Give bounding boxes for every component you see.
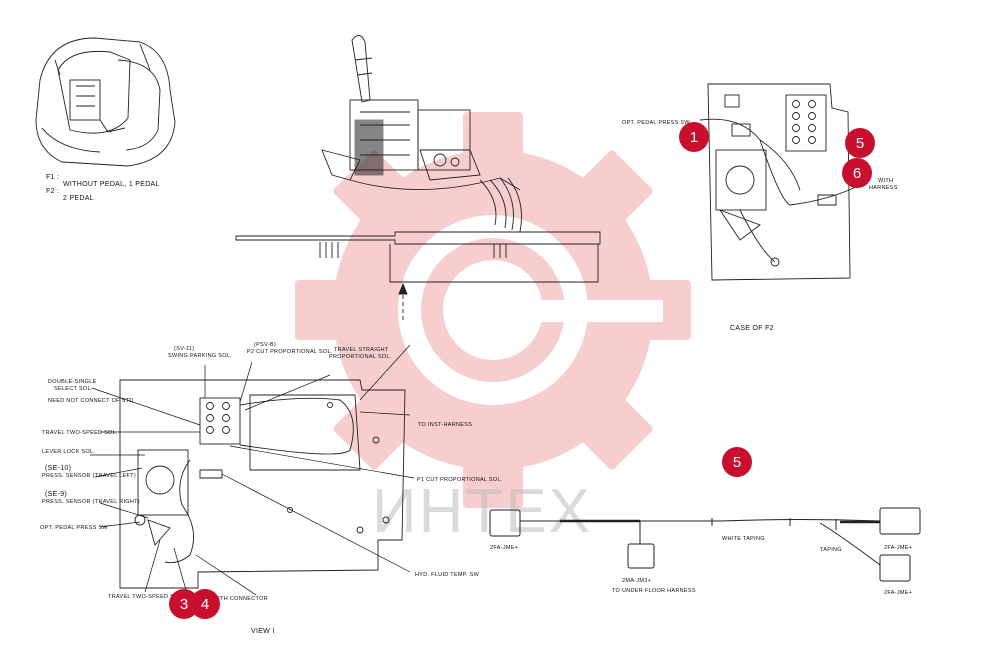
harness-drawing — [489, 507, 921, 582]
view1-caption: VIEW I — [251, 628, 275, 635]
callout-3-label: 3 — [180, 596, 188, 613]
label-se10: (SE-10) — [45, 465, 71, 472]
legend-f2-key: F2 : — [46, 188, 59, 195]
label-hyd-fluid: HYD. FLUID TEMP. SW — [415, 572, 480, 578]
case-f2-caption: CASE OF F2 — [730, 325, 774, 332]
cab-illustration — [35, 37, 176, 167]
legend-f1-text: WITHOUT PEDAL, 1 PEDAL — [63, 181, 160, 188]
legend-f1-key: F1 : — [46, 174, 59, 181]
label-se9: (SE-9) — [45, 491, 67, 498]
label-double-single-2: SELECT SOL. — [54, 386, 93, 392]
callout-4-label: 4 — [201, 596, 209, 613]
taping-label: TAPING — [820, 547, 842, 553]
label-press-sensor-right: PRESS. SENSOR (TRAVEL RIGHT) — [42, 499, 140, 505]
callout-1[interactable]: 1 — [679, 122, 709, 152]
label-p2-cut: P2 CUT PROPORTIONAL SOL. — [247, 349, 333, 355]
watermark-text: ИНТЕХ — [372, 477, 592, 546]
callout-6-label: 6 — [853, 165, 861, 182]
callout-4[interactable]: 4 — [190, 589, 220, 619]
connector-left-label: 2FA-JME+ — [490, 545, 518, 551]
label-swing-parking: SWING PARKING SOL. — [168, 353, 232, 359]
label-double-single-1: DOUBLE-SINGLE — [48, 379, 97, 385]
legend-f2-text: 2 PEDAL — [63, 195, 94, 202]
label-p1-cut: P1 CUT PROPORTIONAL SOL. — [417, 477, 503, 483]
label-to-inst-harness: TO INST-HARNESS — [418, 422, 472, 428]
label-press-sensor-left: PRESS. SENSOR (TRAVEL LEFT) — [42, 473, 136, 479]
case-f2-panel — [699, 83, 861, 281]
watermark-gear-icon — [295, 112, 691, 508]
callout-5-top-label: 5 — [856, 135, 864, 152]
label-travel-two-speed-sol: TRAVEL TWO-SPEED SOL. — [42, 430, 118, 436]
label-travel-two-speed-sw: TRAVEL TWO-SPEED SW — [108, 594, 180, 600]
label-opt-pedal: OPT. PEDAL PRESS SW — [40, 525, 108, 531]
connector-right-bottom-label: 2FA-JME+ — [884, 590, 912, 596]
callout-5-top[interactable]: 5 — [845, 128, 875, 158]
label-need-not-connect: NEED NOT CONNECT OF STD — [48, 398, 134, 404]
connector-middle-label: 2MA-JM3+ — [622, 578, 651, 584]
callout-5-bottom[interactable]: 5 — [722, 447, 752, 477]
connector-right-top-label: 2FA-JME+ — [884, 545, 912, 551]
callout-5-bottom-label: 5 — [733, 454, 741, 471]
label-psv-b: (PSV-B) — [254, 342, 276, 348]
label-lever-lock: LEVER LOCK SOL. — [42, 449, 95, 455]
label-travel-straight-2: PROPORTIONAL SOL. — [329, 354, 392, 360]
case-f2-with-label: WITH — [878, 178, 893, 184]
callout-6[interactable]: 6 — [842, 158, 872, 188]
label-earth-connector: EARTH CONNECTOR — [208, 596, 268, 602]
label-travel-straight-1: TRAVEL STRAIGHT — [334, 347, 389, 353]
label-sv11: (SV-11) — [174, 346, 194, 352]
callout-1-label: 1 — [690, 129, 698, 146]
view1-leader-lines — [90, 344, 415, 598]
console-assembly — [235, 35, 601, 320]
white-taping-label: WHITE TAPING — [722, 536, 765, 542]
callout-3[interactable]: 3 — [169, 589, 199, 619]
to-under-floor-label: TO UNDER FLOOR HARNESS — [612, 588, 696, 594]
case-f2-pedal-label: OPT. PEDAL PRESS SW — [622, 120, 690, 126]
case-f2-harness-label: HARNESS — [869, 185, 898, 191]
